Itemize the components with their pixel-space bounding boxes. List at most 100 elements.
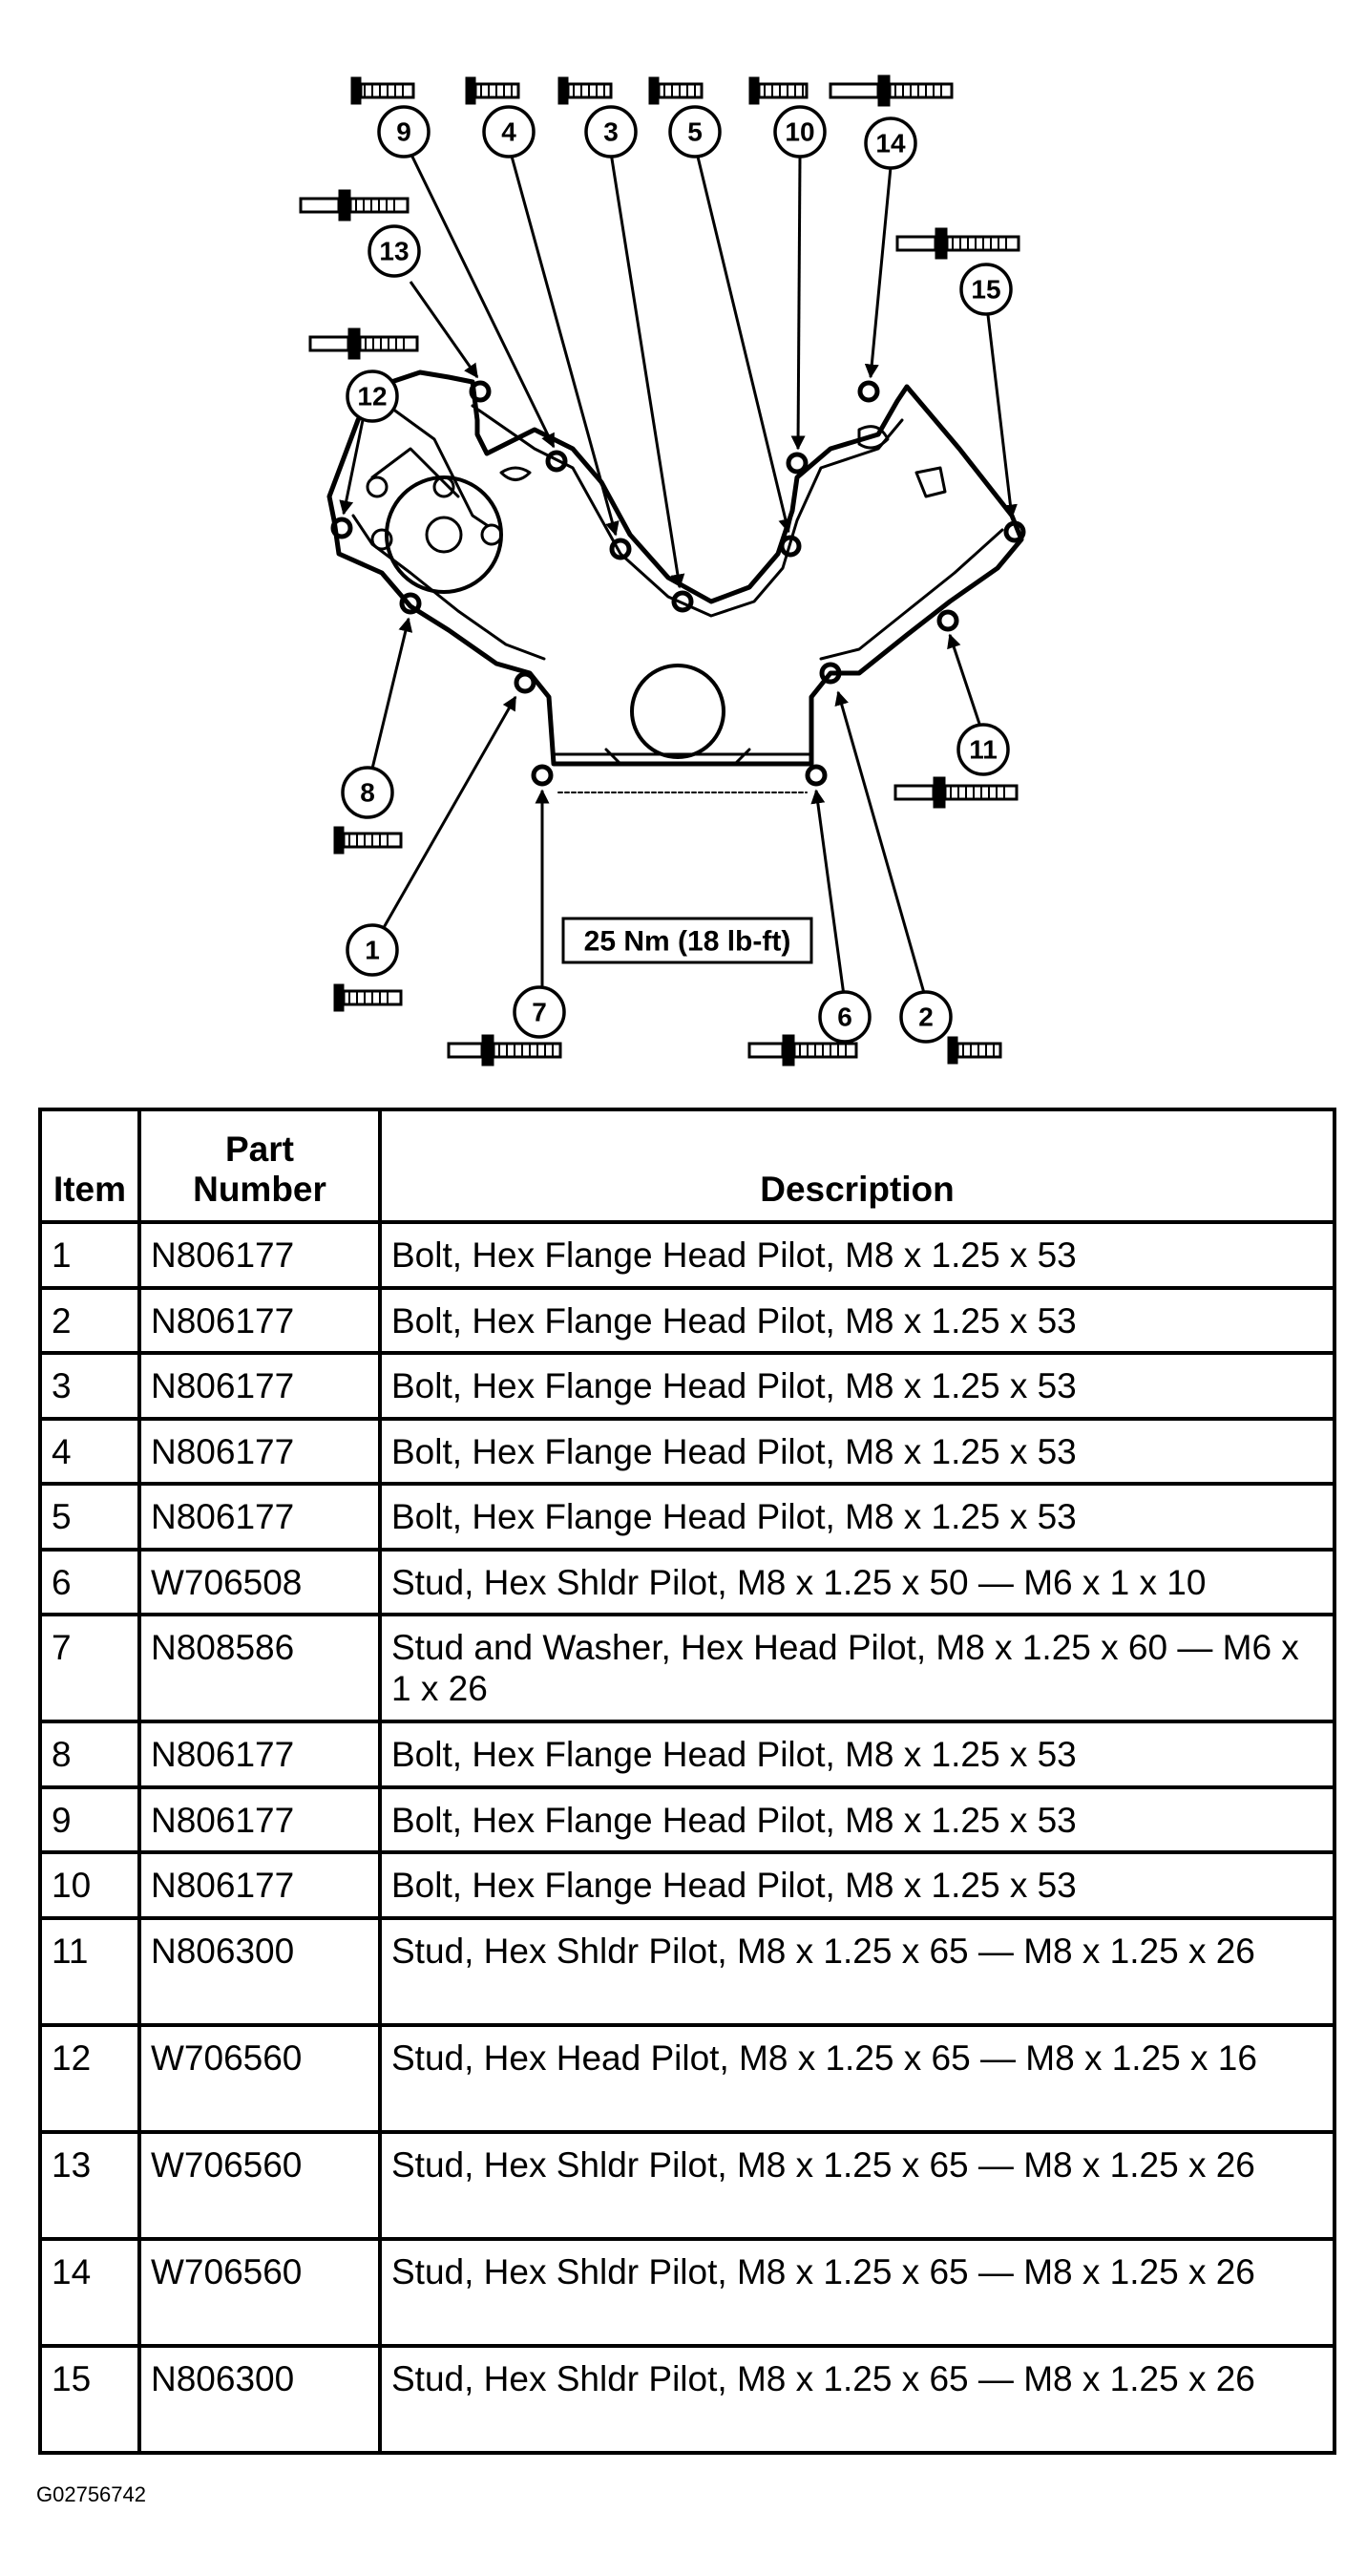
callout-3: 3 — [603, 117, 619, 147]
item-cell: 4 — [38, 1416, 141, 1487]
callout-7: 7 — [532, 998, 547, 1027]
callout-9: 9 — [396, 117, 411, 147]
stud-icon — [829, 74, 954, 107]
item-cell: 2 — [38, 1285, 141, 1356]
leader-4 — [509, 152, 620, 537]
bolt-icon — [947, 1036, 1002, 1065]
bolt-icon — [557, 76, 613, 105]
bolt-icon — [648, 76, 704, 105]
leader-3 — [609, 152, 685, 589]
callout-14: 14 — [875, 129, 906, 158]
leader-1 — [380, 695, 517, 932]
callout-1: 1 — [365, 936, 380, 965]
callout-6: 6 — [837, 1003, 852, 1032]
item-cell: 6 — [38, 1547, 141, 1617]
item-cell: 9 — [38, 1784, 141, 1855]
table-row: 7 N808586 Stud and Washer, Hex Head Pilo… — [38, 1613, 1336, 1724]
part-number-cell: N806177 — [137, 1416, 382, 1487]
table-row: 6 W706508 Stud, Hex Shldr Pilot, M8 x 1.… — [38, 1547, 1336, 1617]
part-number-cell: W706508 — [137, 1547, 382, 1617]
item-cell: 7 — [38, 1613, 141, 1724]
table-row: 2 N806177 Bolt, Hex Flange Head Pilot, M… — [38, 1285, 1336, 1356]
callout-4: 4 — [501, 117, 516, 147]
callout-15: 15 — [971, 275, 1000, 305]
bolt-hole-13 — [469, 380, 492, 403]
torque-spec-box — [561, 917, 813, 964]
description-cell: Bolt, Hex Flange Head Pilot, M8 x 1.25 x… — [378, 1720, 1336, 1789]
part-number-cell: W706560 — [137, 2129, 382, 2241]
leader-13 — [409, 281, 479, 379]
table-row: 8 N806177 Bolt, Hex Flange Head Pilot, M… — [38, 1720, 1336, 1789]
leader-9 — [409, 152, 556, 449]
description-cell: Stud, Hex Shldr Pilot, M8 x 1.25 x 65 — … — [378, 1915, 1336, 2027]
bolt-hole-7 — [531, 764, 554, 787]
part-number-cell: N806177 — [137, 1482, 382, 1552]
bolt-hole-15 — [1003, 520, 1026, 543]
item-cell: 10 — [38, 1850, 141, 1920]
part-number-cell: N806177 — [137, 1285, 382, 1356]
bolt-icon — [333, 983, 403, 1012]
description-cell: Stud and Washer, Hex Head Pilot, M8 x 1.… — [378, 1613, 1336, 1724]
item-cell: 8 — [38, 1720, 141, 1789]
description-cell: Bolt, Hex Flange Head Pilot, M8 x 1.25 x… — [378, 1850, 1336, 1920]
bolt-hole-2 — [819, 662, 842, 685]
table-row: 11 N806300 Stud, Hex Shldr Pilot, M8 x 1… — [38, 1915, 1336, 2027]
cover-inner-contour — [471, 404, 904, 618]
bolt-hole-11 — [936, 609, 959, 632]
stud-icon — [447, 1034, 562, 1066]
stud-icon — [747, 1034, 858, 1066]
parts-table: Item Part Number Description 1 N806177 B… — [38, 1108, 1336, 2455]
bolt-icon — [465, 76, 520, 105]
description-cell: Bolt, Hex Flange Head Pilot, M8 x 1.25 x… — [378, 1351, 1336, 1421]
part-number-cell: N806300 — [137, 1915, 382, 2027]
item-cell: 13 — [38, 2129, 141, 2241]
table-row: 10 N806177 Bolt, Hex Flange Head Pilot, … — [38, 1850, 1336, 1920]
callout-2: 2 — [918, 1003, 934, 1032]
table-row: 13 W706560 Stud, Hex Shldr Pilot, M8 x 1… — [38, 2129, 1336, 2241]
part-number-cell: W706560 — [137, 2022, 382, 2134]
table-row: 14 W706560 Stud, Hex Shldr Pilot, M8 x 1… — [38, 2236, 1336, 2348]
stud-icon — [895, 227, 1020, 260]
bolt-icon — [748, 76, 809, 105]
description-cell: Bolt, Hex Flange Head Pilot, M8 x 1.25 x… — [378, 1416, 1336, 1487]
column-header-description: Description — [378, 1108, 1336, 1224]
bolt-hole-5 — [779, 535, 802, 558]
leader-11 — [947, 633, 985, 736]
figure-id: G02756742 — [36, 2482, 146, 2506]
bolt-hole-1 — [514, 671, 536, 694]
leader-12 — [339, 419, 365, 516]
column-header-part-number: Part Number — [137, 1108, 382, 1224]
table-row: 12 W706560 Stud, Hex Head Pilot, M8 x 1.… — [38, 2022, 1336, 2134]
crankshaft-opening — [630, 664, 725, 759]
item-cell: 14 — [38, 2236, 141, 2348]
description-cell: Stud, Hex Shldr Pilot, M8 x 1.25 x 50 — … — [378, 1547, 1336, 1617]
callout-8: 8 — [360, 778, 375, 808]
table-row: 9 N806177 Bolt, Hex Flange Head Pilot, M… — [38, 1784, 1336, 1855]
part-number-cell: N806177 — [137, 1720, 382, 1789]
leader-6 — [810, 789, 847, 1003]
description-cell: Bolt, Hex Flange Head Pilot, M8 x 1.25 x… — [378, 1784, 1336, 1855]
leader-8 — [370, 617, 413, 770]
part-number-cell: N806177 — [137, 1220, 382, 1290]
description-cell: Bolt, Hex Flange Head Pilot, M8 x 1.25 x… — [378, 1220, 1336, 1290]
callout-5: 5 — [687, 117, 703, 147]
bolt-hole-9 — [545, 450, 568, 473]
table-row: 1 N806177 Bolt, Hex Flange Head Pilot, M… — [38, 1220, 1336, 1290]
item-cell: 1 — [38, 1220, 141, 1290]
bolt-hole-4 — [609, 538, 632, 560]
description-cell: Bolt, Hex Flange Head Pilot, M8 x 1.25 x… — [378, 1285, 1336, 1356]
part-number-cell: N808586 — [137, 1613, 382, 1724]
callout-11: 11 — [969, 735, 998, 765]
part-number-cell: W706560 — [137, 2236, 382, 2348]
leader-5 — [695, 152, 793, 534]
leader-2 — [834, 690, 926, 994]
leader-10 — [790, 157, 806, 451]
bolt-hole-14 — [857, 380, 880, 403]
callout-12: 12 — [357, 382, 387, 412]
bolt-hole-6 — [805, 764, 828, 787]
stud-icon — [893, 776, 1019, 809]
water-pump-bore — [385, 475, 503, 594]
description-cell: Stud, Hex Shldr Pilot, M8 x 1.25 x 65 — … — [378, 2343, 1336, 2455]
bolt-hole-10 — [786, 452, 809, 475]
part-number-cell: N806177 — [137, 1351, 382, 1421]
